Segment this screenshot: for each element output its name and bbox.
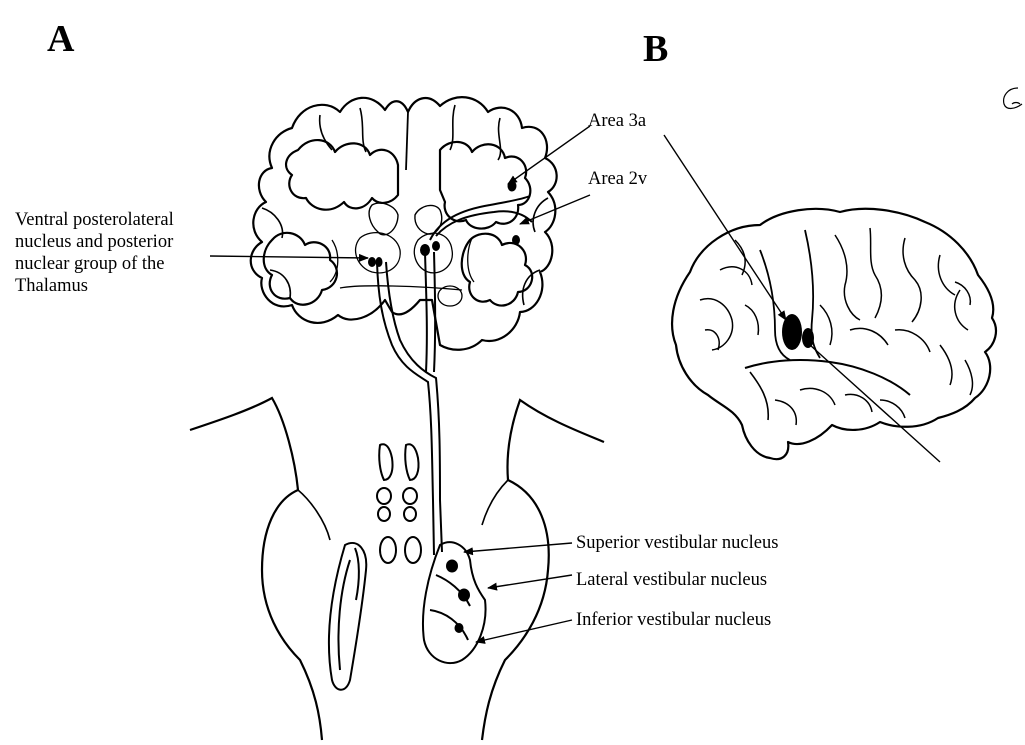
lateral-brain-view [670, 207, 998, 461]
leader-lines [209, 125, 941, 644]
superior-vn-arrow [463, 542, 573, 556]
panel-label-a: A [47, 18, 75, 60]
panel-label-b: B [643, 28, 669, 70]
label-vpl-thalamus: Ventral posterolateral nucleus and poste… [15, 209, 174, 297]
area-2v-arrow [519, 194, 591, 225]
corner-mark [1003, 87, 1023, 110]
brainstem-outline [189, 396, 605, 741]
area-2v-leader [809, 344, 941, 463]
lateral-view-areas [782, 314, 814, 350]
vestibulothalamic-pathways [376, 195, 533, 556]
label-area-3a: Area 3a [588, 111, 647, 131]
label-superior-vestibular-nucleus: Superior vestibular nucleus [576, 533, 779, 553]
label-vpl-line-1: Ventral posterolateral [15, 210, 174, 230]
inferior-vn-arrow [475, 619, 573, 644]
thalamic-nuclei [368, 241, 440, 267]
label-area-2v: Area 2v [588, 169, 648, 189]
medullary-nuclei [327, 443, 487, 691]
area-3a-leader [663, 134, 787, 321]
vpl-arrow [209, 253, 369, 262]
label-vpl-line-4: Thalamus [15, 276, 88, 296]
label-vpl-line-2: nucleus and posterior [15, 232, 174, 252]
label-inferior-vestibular-nucleus: Inferior vestibular nucleus [576, 610, 772, 630]
vestibular-nuclei-dots [446, 559, 470, 633]
label-lateral-vestibular-nucleus: Lateral vestibular nucleus [576, 570, 768, 590]
lateral-vn-arrow [487, 574, 573, 591]
area-3a-arrow [507, 125, 591, 185]
coronal-brain-section [249, 96, 558, 351]
label-vpl-line-3: nuclear group of the [15, 254, 165, 274]
